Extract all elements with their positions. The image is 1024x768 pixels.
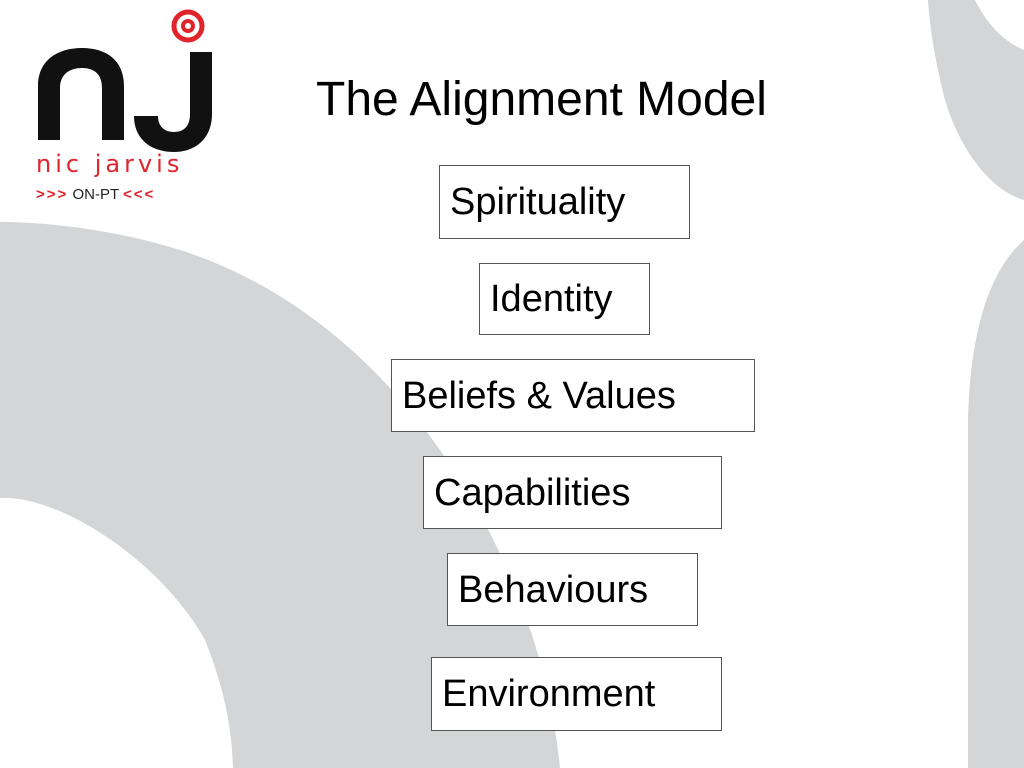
top-right-arch-shape [920,0,1024,200]
level-box-behaviours: Behaviours [447,553,698,626]
logo-name: nic jarvis [36,150,184,178]
left-arch-shape [0,222,560,768]
logo-tagline-text: ON-PT [72,186,119,203]
level-box-environment: Environment [431,657,722,731]
nj-logo [38,9,212,152]
logo-tagline: >>> ON-PT <<< [36,186,155,203]
right-pillar-shape [968,240,1024,768]
top-right-arch-inner [975,0,1024,50]
slide-title: The Alignment Model [316,73,767,126]
level-box-capabilities: Capabilities [423,456,722,529]
level-box-identity: Identity [479,263,650,335]
logo-letter-n [38,48,124,140]
logo-tagline-left-arrows: >>> [36,186,69,203]
logo-letter-j [134,52,212,152]
logo-tagline-right-arrows: <<< [123,186,156,203]
level-box-beliefs-values: Beliefs & Values [391,359,755,432]
at-icon [171,9,205,43]
level-box-spirituality: Spirituality [439,165,690,239]
